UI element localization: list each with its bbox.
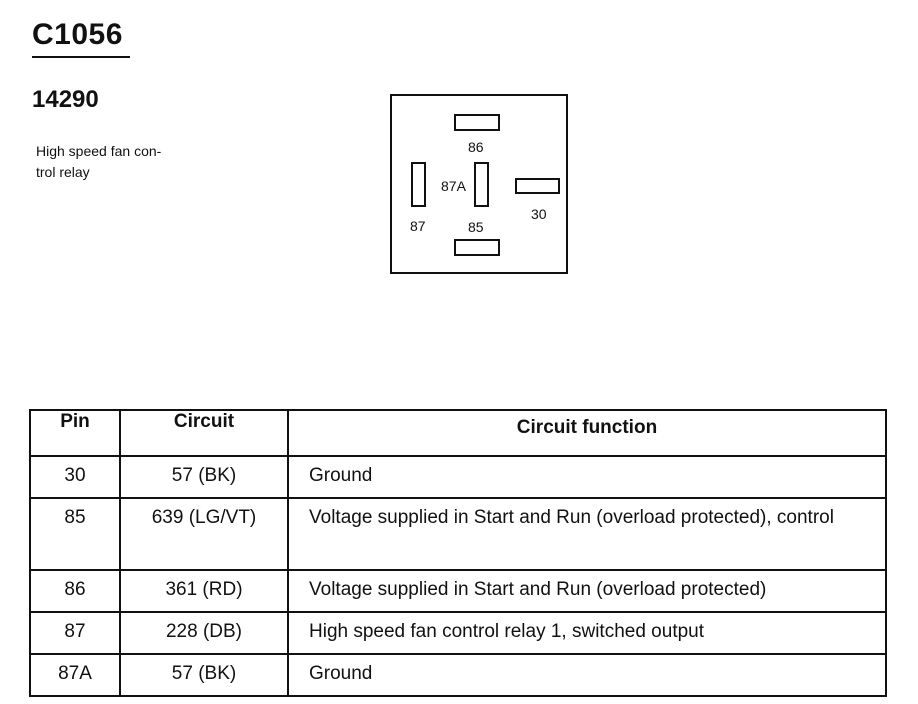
- cell-pin: 87A: [29, 653, 121, 697]
- header-pin: Pin: [29, 409, 121, 457]
- terminal-85: [454, 239, 500, 256]
- pin-table: Pin Circuit Circuit function 30 57 (BK) …: [29, 409, 887, 697]
- part-number: 14290: [32, 86, 99, 113]
- pin-label-87: 87: [410, 218, 426, 234]
- cell-function: Ground: [287, 455, 887, 499]
- pin-label-86: 86: [468, 139, 484, 155]
- table-header-row: Pin Circuit Circuit function: [29, 409, 887, 457]
- terminal-30: [515, 178, 560, 194]
- table-row: 85 639 (LG/VT) Voltage supplied in Start…: [29, 497, 887, 571]
- terminal-86: [454, 114, 500, 131]
- header-circuit-function: Circuit function: [287, 409, 887, 457]
- cell-function: Voltage supplied in Start and Run (overl…: [287, 497, 887, 571]
- table-row: 86 361 (RD) Voltage supplied in Start an…: [29, 569, 887, 613]
- cell-function: Ground: [287, 653, 887, 697]
- cell-circuit: 57 (BK): [119, 653, 289, 697]
- cell-pin: 30: [29, 455, 121, 499]
- cell-pin: 87: [29, 611, 121, 655]
- connector-description: High speed fan con- trol relay: [36, 141, 196, 183]
- header-circuit: Circuit: [119, 409, 289, 457]
- terminal-87a: [474, 162, 489, 207]
- title-underline: [32, 56, 130, 58]
- table-row: 87 228 (DB) High speed fan control relay…: [29, 611, 887, 655]
- pin-label-87a: 87A: [441, 178, 466, 194]
- table-row: 30 57 (BK) Ground: [29, 455, 887, 499]
- relay-pinout-diagram: 86 87 87A 30 85: [390, 94, 568, 274]
- pin-label-85: 85: [468, 219, 484, 235]
- cell-circuit: 639 (LG/VT): [119, 497, 289, 571]
- cell-circuit: 361 (RD): [119, 569, 289, 613]
- description-line-1: High speed fan con-: [36, 143, 162, 159]
- terminal-87: [411, 162, 426, 207]
- cell-circuit: 57 (BK): [119, 455, 289, 499]
- cell-pin: 86: [29, 569, 121, 613]
- description-line-2: trol relay: [36, 164, 90, 180]
- connector-title: C1056: [32, 18, 123, 51]
- cell-circuit: 228 (DB): [119, 611, 289, 655]
- cell-pin: 85: [29, 497, 121, 571]
- table-row: 87A 57 (BK) Ground: [29, 653, 887, 697]
- cell-function: High speed fan control relay 1, switched…: [287, 611, 887, 655]
- pin-label-30: 30: [531, 206, 547, 222]
- cell-function: Voltage supplied in Start and Run (overl…: [287, 569, 887, 613]
